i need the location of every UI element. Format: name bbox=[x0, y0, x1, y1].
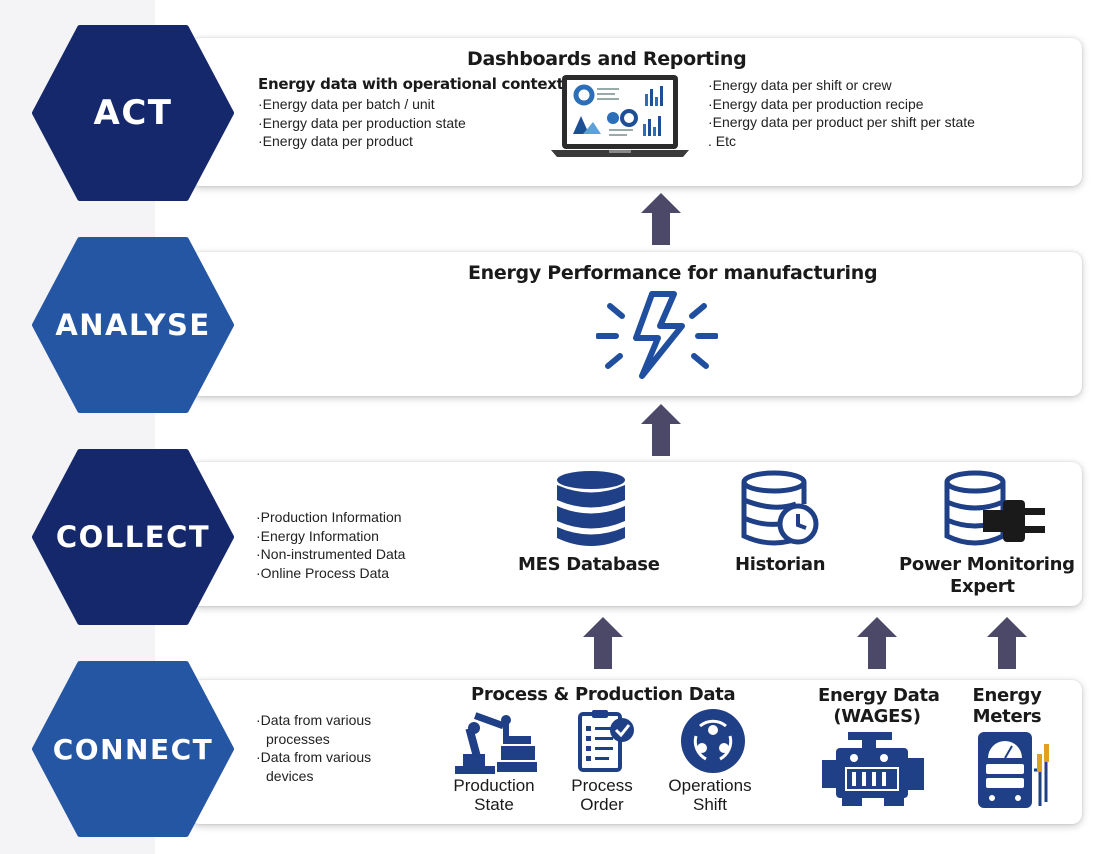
production-state-label: Production State bbox=[448, 776, 540, 814]
connect-list: Data from various processes Data from va… bbox=[256, 711, 371, 785]
act-title: Dashboards and Reporting bbox=[467, 48, 747, 70]
pme-label-line1: Power Monitoring bbox=[899, 554, 1075, 575]
energy-meter-icon bbox=[974, 730, 1064, 812]
act-left-item: Energy data per batch / unit bbox=[258, 95, 466, 114]
act-right-list: Energy data per shift or crew Energy dat… bbox=[708, 76, 975, 132]
arrow-process-to-mes bbox=[583, 617, 623, 669]
engine-icon bbox=[818, 730, 932, 810]
hex-analyse: ANALYSE bbox=[32, 236, 234, 414]
act-right-item: Energy data per production recipe bbox=[708, 95, 975, 114]
process-order-label: Process Order bbox=[560, 776, 644, 814]
energy-meters-line2: Meters bbox=[972, 706, 1042, 727]
layer-label-connect: CONNECT bbox=[52, 732, 214, 766]
analyse-title: Energy Performance for manufacturing bbox=[468, 262, 878, 284]
collect-item: Energy Information bbox=[256, 527, 405, 546]
operations-shift-line2: Shift bbox=[692, 795, 728, 814]
energy-meters-line1: Energy bbox=[972, 685, 1042, 706]
operations-shift-line1: Operations bbox=[668, 776, 752, 795]
act-right-extra: . Etc bbox=[708, 133, 737, 149]
mes-database-label: MES Database bbox=[518, 554, 660, 575]
production-state-line2: State bbox=[474, 795, 514, 814]
process-production-title: Process & Production Data bbox=[471, 684, 736, 705]
act-left-item: Energy data per production state bbox=[258, 114, 466, 133]
layer-label-collect: COLLECT bbox=[55, 520, 211, 554]
arrow-wages-to-pme bbox=[857, 617, 897, 669]
act-right-item: Energy data per product per shift per st… bbox=[708, 113, 975, 132]
energy-meters-label: Energy Meters bbox=[964, 685, 1050, 727]
hex-collect: COLLECT bbox=[32, 448, 234, 626]
historian-icon bbox=[740, 470, 822, 550]
act-right-item: Energy data per shift or crew bbox=[708, 76, 975, 95]
pme-label-line2: Expert bbox=[950, 576, 1015, 597]
layer-label-analyse: ANALYSE bbox=[55, 308, 211, 342]
robot-arm-icon bbox=[451, 706, 537, 776]
arrow-meters-to-pme bbox=[987, 617, 1027, 669]
act-context-heading: Energy data with operational context bbox=[258, 75, 564, 93]
database-icon bbox=[555, 470, 627, 550]
collect-item: Production Information bbox=[256, 508, 405, 527]
laptop-dashboard-icon bbox=[549, 72, 691, 160]
act-left-item: Energy data per product bbox=[258, 132, 466, 151]
operations-shift-label: Operations Shift bbox=[662, 776, 758, 814]
layer-label-act: ACT bbox=[93, 93, 173, 133]
connect-item-cont: devices bbox=[266, 767, 314, 784]
collect-item: Non-instrumented Data bbox=[256, 545, 406, 564]
lightning-bolt-icon bbox=[595, 288, 719, 384]
energy-data-line2: (WAGES) bbox=[833, 706, 921, 727]
process-order-line2: Order bbox=[580, 795, 624, 814]
hex-act: ACT bbox=[32, 24, 234, 202]
connect-item-cont: processes bbox=[266, 730, 330, 747]
power-monitoring-icon bbox=[943, 470, 1053, 550]
energy-data-line1: Energy Data bbox=[818, 685, 940, 706]
hex-connect: CONNECT bbox=[32, 660, 234, 838]
historian-label: Historian bbox=[735, 554, 826, 575]
team-cycle-icon bbox=[680, 708, 746, 774]
analyse-panel bbox=[190, 252, 1082, 396]
production-state-line1: Production bbox=[453, 776, 535, 795]
collect-item: Online Process Data bbox=[256, 564, 405, 583]
process-order-line1: Process bbox=[571, 776, 633, 795]
collect-list: Production Information Energy Informatio… bbox=[256, 508, 406, 583]
connect-item: Data from various bbox=[256, 711, 371, 730]
arrow-analyse-to-act bbox=[641, 193, 681, 245]
energy-data-wages-label: Energy Data (WAGES) bbox=[818, 685, 940, 727]
act-left-list: Energy data per batch / unit Energy data… bbox=[258, 95, 466, 151]
checklist-icon bbox=[576, 708, 636, 774]
connect-item: Data from various bbox=[256, 748, 371, 767]
arrow-collect-to-analyse bbox=[641, 404, 681, 456]
